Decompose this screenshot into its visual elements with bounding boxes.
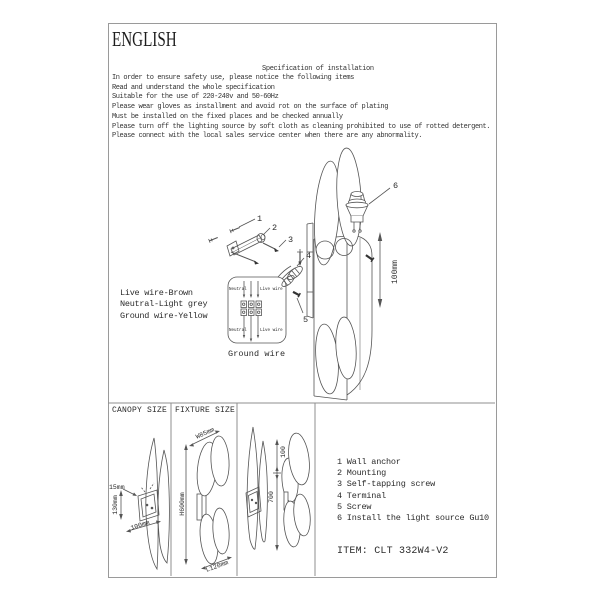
parts-list-item: 2 Mounting [337,468,387,479]
parts-list-item: 6 Install the light source Gu10 [337,513,489,524]
wire-color-legend: Live wire-Brown Neutral-Light grey Groun… [120,288,208,322]
legend-ground-wire: Ground wire-Yellow [120,310,208,321]
callout-6: 6 [393,181,398,191]
callout-3: 3 [288,235,293,245]
canopy-size-drawing [119,437,170,571]
profile-dim-100: 100 [280,446,287,458]
profile-shades [281,432,311,548]
profile-drawing [245,426,311,551]
parts-list-item: 3 Self-tapping screw [337,479,436,490]
fixture-size-drawing [184,430,232,570]
parts-list-item: 4 Terminal [337,490,387,501]
dim-100mm-label: 100mm [391,260,400,284]
callout-leaders [238,187,391,314]
callout-4: 4 [306,251,311,261]
profile-dim-700: 700 [268,491,275,503]
dim-100mm-line [377,232,383,308]
spec-line: Please connect with the local sales serv… [112,132,423,141]
anchor-screws [208,226,279,265]
ground-wire-caption: Ground wire [228,349,286,359]
wires-bottom [242,315,260,342]
shade-mount-ring [335,238,353,256]
canopy-dim-130mm: 130mm [112,495,119,515]
shade-mount-ring [315,240,335,260]
fixture-size-title: FIXTURE SIZE [175,406,236,415]
spec-line: Read and understand the whole specificat… [112,83,275,92]
profile-canopy-plate [245,486,262,518]
spec-line: Suitable for the use of 220-240v and 50-… [112,93,279,102]
callout-2: 2 [272,223,277,233]
wires-top [242,281,260,298]
spec-line: Please turn off the lighting source by s… [112,122,491,131]
bottom-shades [315,316,357,395]
page-title: ENGLISH [112,27,177,51]
section-dividers [108,402,495,576]
spec-line: Please wear gloves as installment and av… [112,103,388,112]
parts-list-item: 5 Screw [337,501,372,512]
spec-heading: Specification of installation [262,65,374,73]
legend-neutral-wire: Neutral-Light grey [120,299,208,310]
wiring-neutral-top-label: Neutral [229,287,247,292]
page-border [108,23,497,578]
wall-lamp-drawing [208,147,391,401]
spec-paragraph: In order to ensure safety use, please no… [112,74,490,142]
callout-5: 5 [303,315,308,325]
spec-line: Must be installed on the fixed places an… [112,112,343,121]
gu10-bulb [345,191,369,233]
terminal-assembly [281,249,303,287]
callout-1: 1 [257,214,262,224]
spec-line: In order to ensure safety use, please no… [112,74,354,82]
item-code: ITEM: CLT 332W4-V2 [337,546,449,557]
fixture-dim-h600: H600mm [179,492,186,516]
canopy-plate [137,482,160,522]
parts-list: 1 Wall anchor 2 Mounting 3 Self-tapping … [337,457,489,524]
legend-live-wire: Live wire-Brown [120,288,193,298]
canopy-dim-15mm: 15mm [109,484,125,491]
canopy-size-title: CANOPY SIZE [112,406,168,415]
fixing-screws [292,254,375,298]
wiring-live-top-label: Live wire [260,287,283,292]
wiring-live-bottom-label: Live wire [260,328,283,333]
parts-list-item: 1 Wall anchor [337,457,401,467]
wall-plate [306,222,314,319]
wiring-detail-box [227,265,296,344]
wiring-neutral-bottom-label: Neutral [229,328,247,333]
terminal-blocks [240,300,262,316]
